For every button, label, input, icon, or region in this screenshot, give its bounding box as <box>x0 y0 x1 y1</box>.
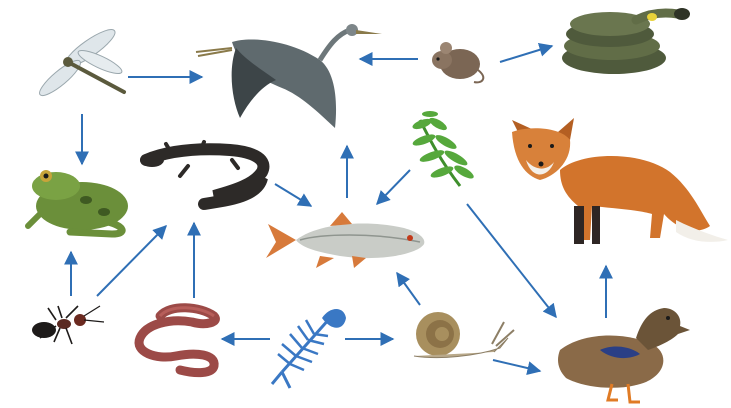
arrow-newt-fish <box>275 184 311 206</box>
arrow-snail-duck <box>493 360 540 371</box>
fish-skeleton-icon <box>272 309 346 388</box>
arrow-snail-fish <box>397 273 420 305</box>
heron-icon <box>196 24 382 128</box>
ant-icon <box>32 306 104 344</box>
duck-icon <box>558 308 690 402</box>
mouse-icon <box>432 42 483 82</box>
fox-icon <box>512 118 728 244</box>
newt-icon <box>140 142 263 204</box>
arrow-mouse-snake <box>500 46 552 62</box>
snail-icon <box>414 312 514 358</box>
dragonfly-icon <box>36 24 125 100</box>
arrow-fern-duck <box>467 204 556 317</box>
fern-icon <box>411 111 475 186</box>
snake-icon <box>562 8 690 74</box>
fish-icon <box>266 212 424 268</box>
frog-icon <box>28 170 128 234</box>
earthworm-icon <box>139 308 215 373</box>
arrow-fern-fish <box>377 170 410 204</box>
